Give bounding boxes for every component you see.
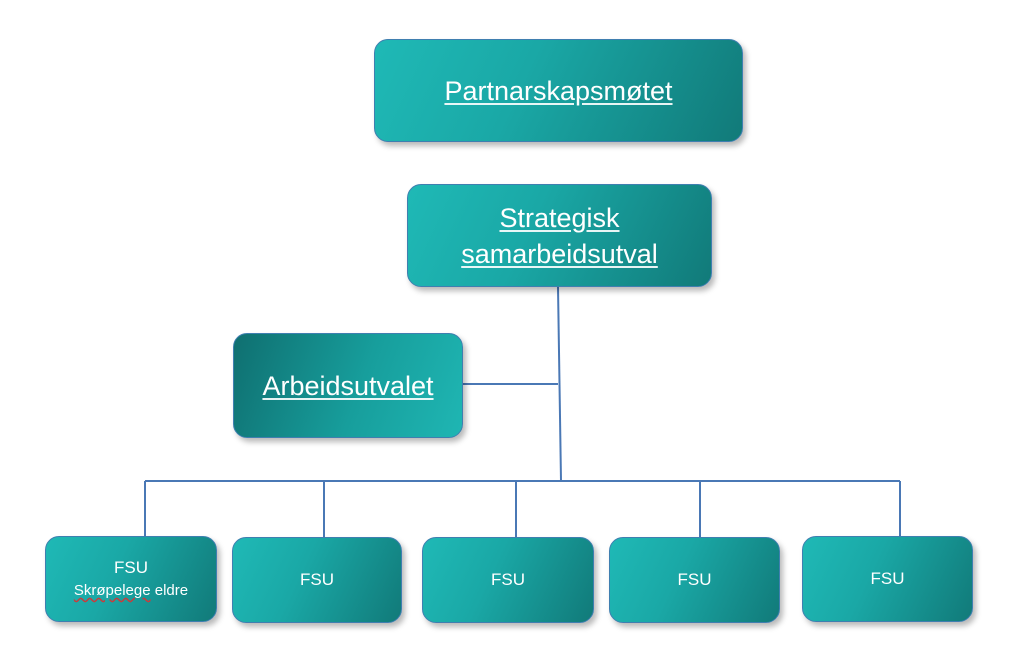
strategisk-samarbeidsutval-label: Strategisk samarbeidsutval (461, 200, 658, 272)
fsu-title: FSU (300, 570, 334, 589)
fsu-box: FSU (609, 537, 780, 623)
trunk-line (557, 286, 562, 482)
fsu-box: FSU (422, 537, 594, 623)
arbeidsutvalet-box: Arbeidsutvalet (233, 333, 463, 438)
strategisk-label-line2: samarbeidsutval (461, 238, 658, 269)
fsu-box-skropelege-eldre: FSU Skrøpelege eldre (45, 536, 217, 622)
fsu-title: FSU (114, 558, 148, 577)
fsu-title: FSU (677, 570, 712, 589)
strategisk-label-line1: Strategisk (499, 202, 620, 233)
fsu-box: FSU (232, 537, 402, 623)
fsu-subtitle-rest: eldre (150, 582, 189, 599)
fsu-box: FSU (802, 536, 973, 622)
fsu-subtitle: Skrøpelege eldre (74, 581, 188, 601)
fsu-title: FSU (491, 570, 525, 589)
strategisk-samarbeidsutval-box: Strategisk samarbeidsutval (407, 184, 712, 287)
arbeidsutvalet-label: Arbeidsutvalet (262, 370, 434, 401)
partnarskapsmotet-label: Partnarskapsmøtet (444, 75, 673, 106)
partnarskapsmotet-box: Partnarskapsmøtet (374, 39, 743, 142)
fsu-title: FSU (870, 569, 905, 588)
fsu-subtitle-first-word: Skrøpelege (73, 582, 151, 599)
